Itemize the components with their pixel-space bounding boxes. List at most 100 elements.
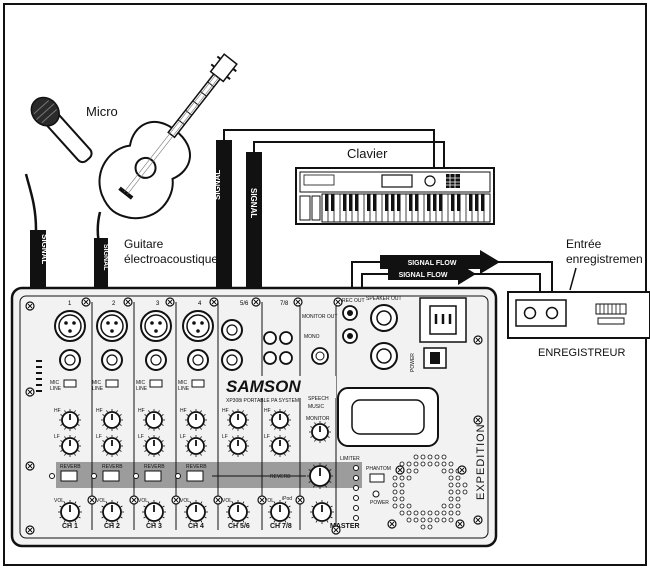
hf-knob-1 <box>59 409 81 431</box>
model-name: XP308i PORTABLE PA SYSTEM <box>226 398 299 404</box>
screw-icon <box>455 519 465 529</box>
ch78-rca-3 <box>263 351 277 365</box>
mixer-unit: SAMSON XP308i PORTABLE PA SYSTEM POWER S… <box>10 286 498 548</box>
channel-label-1: CH 1 <box>62 523 78 530</box>
channel-label-4: CH 4 <box>188 523 204 530</box>
screw-icon <box>387 519 397 529</box>
svg-text:REVERB: REVERB <box>186 464 207 470</box>
svg-text:REVERB: REVERB <box>144 464 165 470</box>
svg-text:LINE: LINE <box>136 386 148 392</box>
lf-knob-6 <box>269 435 291 457</box>
hf-knob-5 <box>227 409 249 431</box>
svg-text:SIGNAL: SIGNAL <box>213 170 222 200</box>
svg-text:LINE: LINE <box>92 386 104 392</box>
hf-knob-3 <box>143 409 165 431</box>
svg-text:VOL: VOL <box>222 498 232 504</box>
svg-text:MIC: MIC <box>50 380 60 386</box>
screw-icon <box>123 297 133 307</box>
channel-label-3: CH 3 <box>146 523 162 530</box>
lf-knob-2 <box>101 435 123 457</box>
svg-text:REVERB: REVERB <box>60 464 81 470</box>
svg-text:VOL: VOL <box>264 498 274 504</box>
screw-icon <box>25 387 35 397</box>
input-number-1: 1 <box>68 301 72 307</box>
svg-text:SIGNAL FLOW: SIGNAL FLOW <box>399 272 448 279</box>
svg-text:MONO: MONO <box>304 334 320 340</box>
svg-text:HF: HF <box>96 408 103 414</box>
svg-text:VOL: VOL <box>180 498 190 504</box>
screw-icon <box>81 297 91 307</box>
hf-knob-4 <box>185 409 207 431</box>
channel-label-5: CH 5/6 <box>228 523 250 530</box>
screw-icon <box>473 415 483 425</box>
rec-input-label-line1: Entrée <box>566 237 602 251</box>
svg-text:SIGNAL FLOW: SIGNAL FLOW <box>408 260 457 267</box>
screw-icon <box>295 495 305 505</box>
vol-knob-2 <box>100 500 124 524</box>
acoustic-guitar-icon <box>98 53 238 220</box>
svg-text:POWER: POWER <box>410 353 416 372</box>
reverb-button-2 <box>102 470 120 482</box>
screw-icon <box>331 525 341 535</box>
line-jack-1 <box>59 349 81 371</box>
svg-text:REVERB: REVERB <box>270 474 291 480</box>
signal-arrow-keyboard-left: SIGNAL <box>212 140 236 310</box>
vol-knob-6 <box>268 500 292 524</box>
recorder-label: ENREGISTREUR <box>538 347 625 359</box>
screw-icon <box>87 495 97 505</box>
master-label: MASTER <box>330 523 360 530</box>
svg-text:LINE: LINE <box>50 386 62 392</box>
svg-text:LF: LF <box>180 434 186 440</box>
svg-text:LIMITER: LIMITER <box>340 456 360 462</box>
svg-text:SIGNAL: SIGNAL <box>102 244 109 271</box>
guitar-label-line1: Guitare <box>124 237 164 251</box>
svg-text:LF: LF <box>96 434 102 440</box>
input-number-6: 7/8 <box>280 301 289 307</box>
keyboard-label: Clavier <box>347 146 388 161</box>
input-number-2: 2 <box>112 301 116 307</box>
lf-knob-4 <box>185 435 207 457</box>
channel-label-2: CH 2 <box>104 523 120 530</box>
svg-text:LF: LF <box>222 434 228 440</box>
lf-knob-1 <box>59 435 81 457</box>
screw-icon <box>251 297 261 307</box>
svg-text:MONITOR: MONITOR <box>306 416 330 422</box>
screw-icon <box>171 495 181 505</box>
xlr-input-4 <box>182 310 214 342</box>
screw-icon <box>129 495 139 505</box>
svg-text:HF: HF <box>54 408 61 414</box>
recorder-device <box>507 291 650 339</box>
svg-text:iPod: iPod <box>282 496 292 502</box>
xlr-input-2 <box>96 310 128 342</box>
screw-icon <box>293 297 303 307</box>
screw-icon <box>457 465 467 475</box>
screw-icon <box>25 301 35 311</box>
svg-text:HF: HF <box>222 408 229 414</box>
hf-knob-6 <box>269 409 291 431</box>
screw-icon <box>333 297 343 307</box>
svg-text:SPEAKER OUT: SPEAKER OUT <box>366 296 402 302</box>
screw-icon <box>25 461 35 471</box>
master-vol-knob <box>310 500 334 524</box>
svg-text:LF: LF <box>138 434 144 440</box>
svg-text:MIC: MIC <box>178 380 188 386</box>
svg-text:VOL: VOL <box>54 498 64 504</box>
svg-text:MUSIC: MUSIC <box>308 404 325 410</box>
reverb-button-3 <box>144 470 162 482</box>
vol-knob-5 <box>226 500 250 524</box>
svg-text:LF: LF <box>54 434 60 440</box>
reverb-button-1 <box>60 470 78 482</box>
diagram-frame <box>3 3 647 566</box>
lf-knob-5 <box>227 435 249 457</box>
svg-text:HF: HF <box>180 408 187 414</box>
vol-knob-1 <box>58 500 82 524</box>
screw-icon <box>213 495 223 505</box>
line-jack-4 <box>187 349 209 371</box>
vol-knob-3 <box>142 500 166 524</box>
line-jack-2 <box>101 349 123 371</box>
screw-icon <box>395 465 405 475</box>
svg-text:POWER: POWER <box>370 500 389 506</box>
svg-text:VOL: VOL <box>96 498 106 504</box>
svg-text:MIC: MIC <box>136 380 146 386</box>
